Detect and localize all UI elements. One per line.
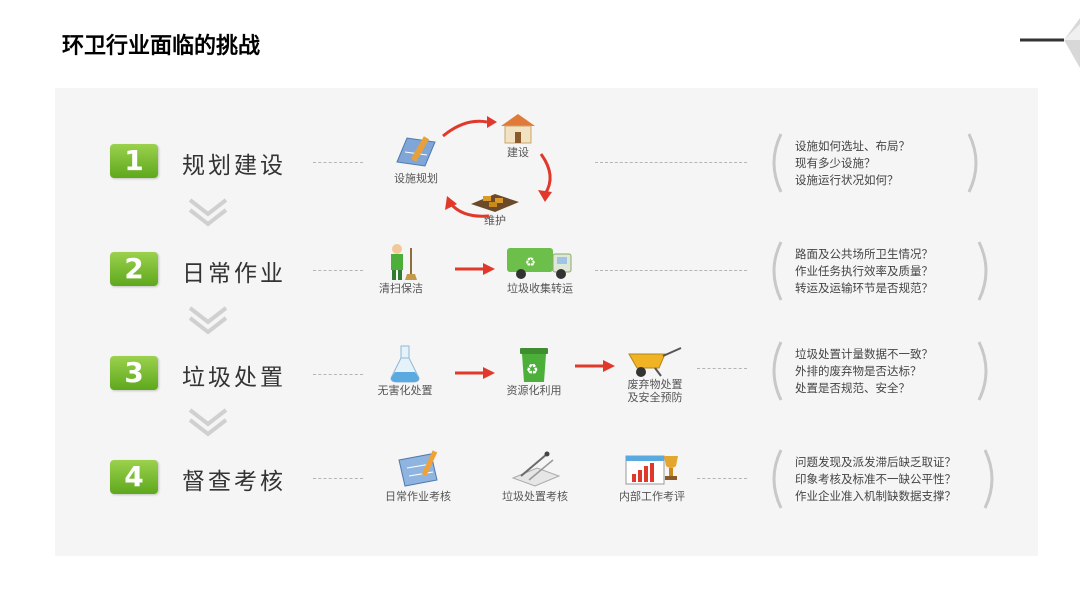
right-bracket [977, 241, 988, 301]
dashed-connector [313, 374, 363, 375]
item-resource-utilization: ♻ 资源化利用 [499, 344, 569, 397]
stage-title: 日常作业 [182, 261, 286, 287]
item-construction: 建设 [493, 110, 543, 159]
item-garbage-transfer: ♻ 垃圾收集转运 [495, 242, 585, 295]
item-label: 建设 [507, 146, 529, 159]
blueprint-icon [396, 136, 436, 167]
dashed-connector [595, 270, 747, 271]
arrow-right-icon [455, 367, 495, 379]
item-label: 垃圾处置考核 [502, 490, 568, 503]
question-line: 作业企业准入机制缺数据支撑？ [795, 489, 956, 503]
left-bracket [772, 241, 783, 301]
question-line: 设施运行状况如何？ [795, 173, 899, 187]
stage-row-4: 4 督查考核 日常作业考核 垃圾处置考核 [55, 444, 1038, 534]
cycle-arrows-icon [442, 116, 552, 218]
item-facility-planning: 设施规划 [381, 132, 451, 185]
map-pencil-icon [398, 450, 438, 487]
item-label: 资源化利用 [506, 384, 562, 397]
left-bracket [772, 341, 783, 401]
question-box: 垃圾处置计量数据不一致？ 外排的废弃物是否达标？ 处置是否规范、安全？ [765, 340, 1005, 402]
stage-title: 督查考核 [182, 469, 286, 495]
item-label: 设施规划 [394, 172, 438, 185]
right-bracket [977, 341, 988, 401]
wheelbarrow-icon [628, 347, 682, 377]
item-label: 日常作业考核 [385, 490, 451, 503]
drafting-tools-icon [511, 451, 561, 487]
stage-number-badge: 3 [110, 356, 158, 390]
stage-number-badge: 4 [110, 460, 158, 494]
item-waste-disposal: 废弃物处置 及安全预防 [615, 344, 695, 404]
stage-title: 规划建设 [182, 153, 286, 179]
question-line: 垃圾处置计量数据不一致？ [795, 347, 933, 361]
question-line: 路面及公共场所卫生情况？ [795, 247, 933, 261]
question-line: 设施如何选址、布局？ [795, 139, 910, 153]
chevron-down-icon [188, 198, 228, 227]
chevron-down-icon [188, 408, 228, 437]
house-icon [501, 114, 535, 144]
item-label: 垃圾收集转运 [507, 282, 573, 295]
dashed-connector [697, 478, 747, 479]
question-box: 设施如何选址、布局？ 现有多少设施？ 设施运行状况如何？ [765, 132, 1005, 194]
corner-decoration [1020, 18, 1080, 68]
item-label: 及安全预防 [627, 391, 683, 404]
question-line: 作业任务执行效率及质量？ [795, 264, 933, 278]
stage-row-1: 1 规划建设 设施规划 建设 [55, 114, 1038, 227]
arrow-right-icon [575, 360, 615, 372]
flask-icon [390, 345, 420, 383]
question-line: 转运及运输环节是否规范？ [795, 281, 933, 295]
item-harmless-disposal: 无害化处置 [365, 344, 445, 397]
trophy-chart-icon [625, 455, 678, 485]
item-label: 废弃物处置 [627, 378, 683, 391]
stage-title: 垃圾处置 [182, 365, 286, 391]
recycle-bin-icon: ♻ [520, 348, 548, 382]
item-maintenance: 维护 [465, 190, 525, 227]
garbage-truck-icon: ♻ [507, 248, 572, 279]
dashed-connector [313, 270, 363, 271]
item-internal-evaluation: 内部工作考评 [607, 450, 697, 503]
bricks-icon [471, 194, 519, 212]
page-title: 环卫行业面临的挑战 [62, 34, 261, 59]
question-line: 现有多少设施？ [795, 156, 876, 170]
question-line: 问题发现及派发滞后缺乏取证？ [795, 455, 956, 469]
question-line: 外排的废弃物是否达标？ [795, 364, 922, 378]
item-label: 内部工作考评 [619, 490, 685, 503]
arrow-right-icon [455, 263, 495, 275]
dashed-connector [595, 162, 747, 163]
item-daily-work-assessment: 日常作业考核 [373, 450, 463, 503]
stage-number-badge: 2 [110, 252, 158, 286]
item-waste-disposal-assessment: 垃圾处置考核 [485, 450, 585, 503]
chevron-down-icon [188, 306, 228, 335]
question-line: 印象考核及标准不一缺公平性？ [795, 472, 956, 486]
stage-row-2: 2 日常作业 清扫保洁 ♻ [55, 236, 1038, 326]
right-bracket [967, 133, 978, 193]
left-bracket [772, 449, 783, 509]
svg-text:♻: ♻ [526, 362, 539, 378]
dashed-connector [697, 368, 747, 369]
item-street-cleaning: 清扫保洁 [371, 242, 431, 295]
dashed-connector [313, 162, 363, 163]
item-label: 清扫保洁 [379, 282, 423, 295]
question-line: 处置是否规范、安全？ [795, 381, 910, 395]
stage-number-badge: 1 [110, 144, 158, 178]
diagram-panel: 1 规划建设 设施规划 建设 [55, 88, 1038, 556]
svg-text:♻: ♻ [525, 255, 536, 269]
sweeper-icon [391, 244, 417, 280]
right-bracket [983, 449, 994, 509]
question-box: 路面及公共场所卫生情况？ 作业任务执行效率及质量？ 转运及运输环节是否规范？ [765, 240, 1005, 302]
item-label: 维护 [484, 214, 506, 227]
item-label: 无害化处置 [377, 384, 433, 397]
left-bracket [772, 133, 783, 193]
question-box: 问题发现及派发滞后缺乏取证？ 印象考核及标准不一缺公平性？ 作业企业准入机制缺数… [765, 448, 1005, 510]
stage-row-3: 3 垃圾处置 无害化处置 ♻ 资源化利用 [55, 340, 1038, 430]
dashed-connector [313, 478, 363, 479]
